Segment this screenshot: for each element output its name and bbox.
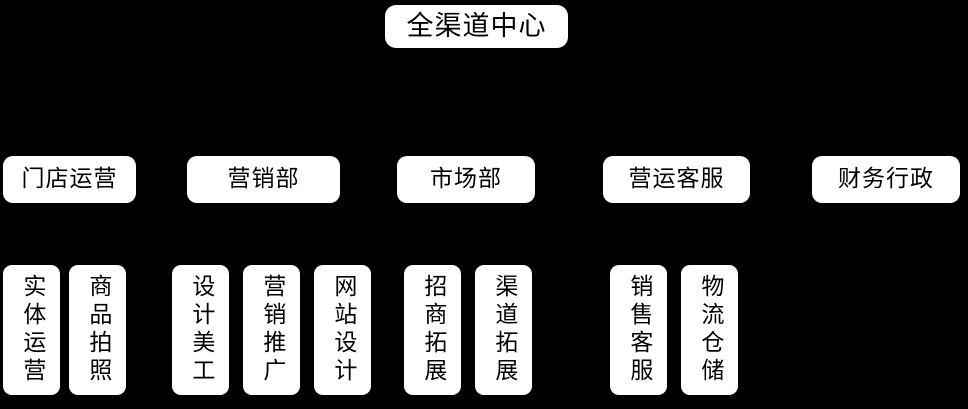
org-node-label: 实体运营 <box>18 274 45 386</box>
connector-to-design-art <box>201 240 202 265</box>
org-node-store-operations[interactable]: 门店运营 <box>3 156 136 203</box>
org-node-sales-service[interactable]: 销售客服 <box>610 265 667 395</box>
connector-to-logistics-warehouse <box>710 240 711 265</box>
connector-to-operations-service <box>677 110 678 156</box>
connector-stem-operations-service <box>677 203 678 240</box>
connector-stem-marketing-dept <box>264 203 265 240</box>
connector-dept-bus <box>70 110 887 111</box>
org-node-finance-admin[interactable]: 财务行政 <box>812 156 960 203</box>
org-node-logistics-warehouse[interactable]: 物流仓储 <box>681 265 738 395</box>
org-node-website-design[interactable]: 网站设计 <box>314 265 371 395</box>
org-node-label: 网站设计 <box>329 274 356 386</box>
org-node-physical-operations[interactable]: 实体运营 <box>3 265 60 395</box>
org-node-marketing-promotion[interactable]: 营销推广 <box>243 265 300 395</box>
connector-to-marketing-dept <box>264 110 265 156</box>
org-node-operations-service[interactable]: 营运客服 <box>603 156 750 203</box>
connector-to-product-photography <box>98 240 99 265</box>
connector-bus-store-operations <box>32 240 98 241</box>
connector-bus-operations-service <box>639 240 710 241</box>
org-node-marketing-dept[interactable]: 营销部 <box>187 156 340 203</box>
connector-to-website-design <box>343 240 344 265</box>
connector-stem-store-operations <box>70 203 71 240</box>
connector-to-investment-dev <box>433 240 434 265</box>
org-node-label: 商品拍照 <box>84 274 111 386</box>
org-node-design-art[interactable]: 设计美工 <box>172 265 229 395</box>
connector-stem-market-dept <box>466 203 467 240</box>
org-node-product-photography[interactable]: 商品拍照 <box>69 265 126 395</box>
org-node-label: 销售客服 <box>625 274 652 386</box>
connector-to-physical-operations <box>32 240 33 265</box>
connector-bus-market-dept <box>433 240 504 241</box>
org-node-label: 渠道拓展 <box>490 274 517 386</box>
connector-to-market-dept <box>466 110 467 156</box>
org-node-label: 物流仓储 <box>696 274 723 386</box>
connector-to-sales-service <box>639 240 640 265</box>
org-node-label: 营销推广 <box>258 274 285 386</box>
org-node-market-dept[interactable]: 市场部 <box>397 156 535 203</box>
org-node-channel-dev[interactable]: 渠道拓展 <box>475 265 532 395</box>
org-node-label: 设计美工 <box>187 274 214 386</box>
connector-to-marketing-promotion <box>272 240 273 265</box>
connector-root-stem <box>477 48 478 110</box>
org-node-label: 招商拓展 <box>419 274 446 386</box>
org-node-investment-dev[interactable]: 招商拓展 <box>404 265 461 395</box>
org-node-root[interactable]: 全渠道中心 <box>385 5 568 48</box>
connector-to-store-operations <box>70 110 71 156</box>
connector-to-channel-dev <box>504 240 505 265</box>
connector-to-finance-admin <box>886 110 887 156</box>
